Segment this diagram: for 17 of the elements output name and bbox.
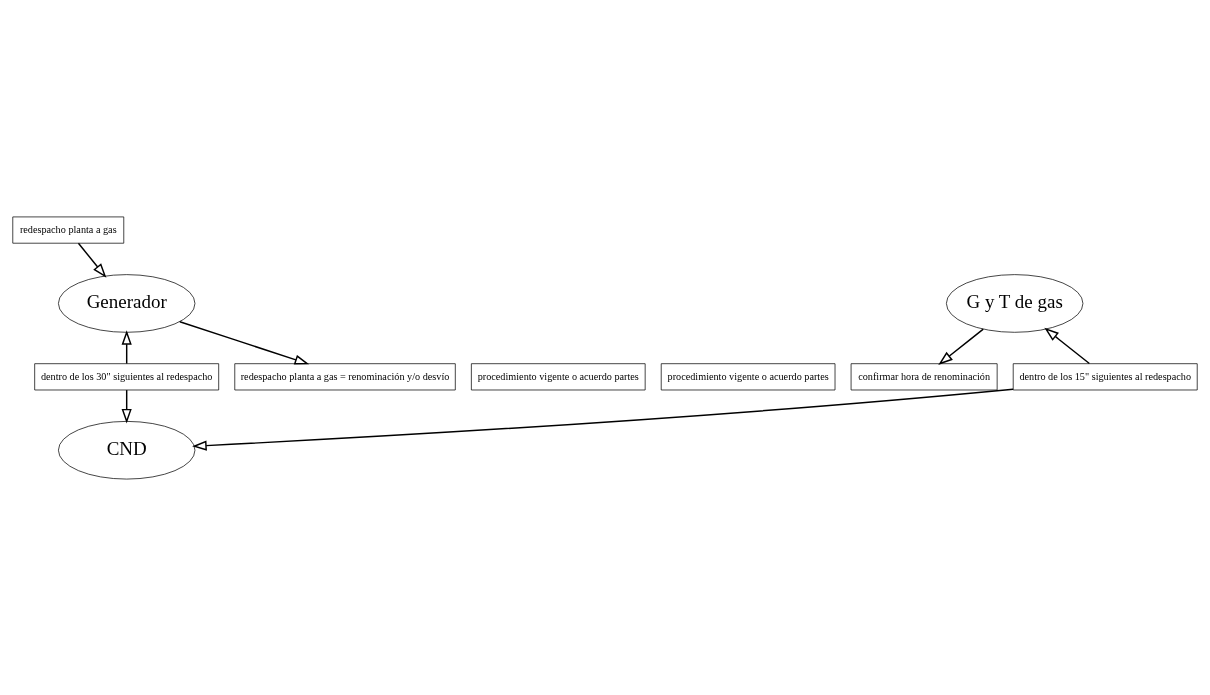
- node-ellipse: G y T de gas: [946, 273, 1084, 333]
- node-box: procedimiento vigente o acuerdo partes: [660, 362, 836, 390]
- arrow: [121, 388, 132, 424]
- arrow: [938, 327, 984, 365]
- node-box: dentro de los 30" siguientes al redespacho: [34, 362, 220, 390]
- node-box: redespacho planta a gas = renominación y/o desvío: [234, 362, 456, 390]
- node-box: confirmar hora de renominación: [850, 362, 998, 390]
- arrow: [77, 242, 107, 278]
- node-box: redespacho planta a gas: [12, 216, 125, 244]
- node-box: dentro de los 15" siguientes al redespacho: [1012, 362, 1198, 390]
- node-box: procedimiento vigente o acuerdo partes: [471, 362, 646, 390]
- arrow: [1044, 327, 1091, 364]
- node-ellipse: CND: [58, 420, 196, 479]
- arrow: [192, 387, 1014, 451]
- arrow: [121, 329, 132, 364]
- node-ellipse: Generador: [58, 273, 196, 333]
- arrow: [179, 320, 310, 365]
